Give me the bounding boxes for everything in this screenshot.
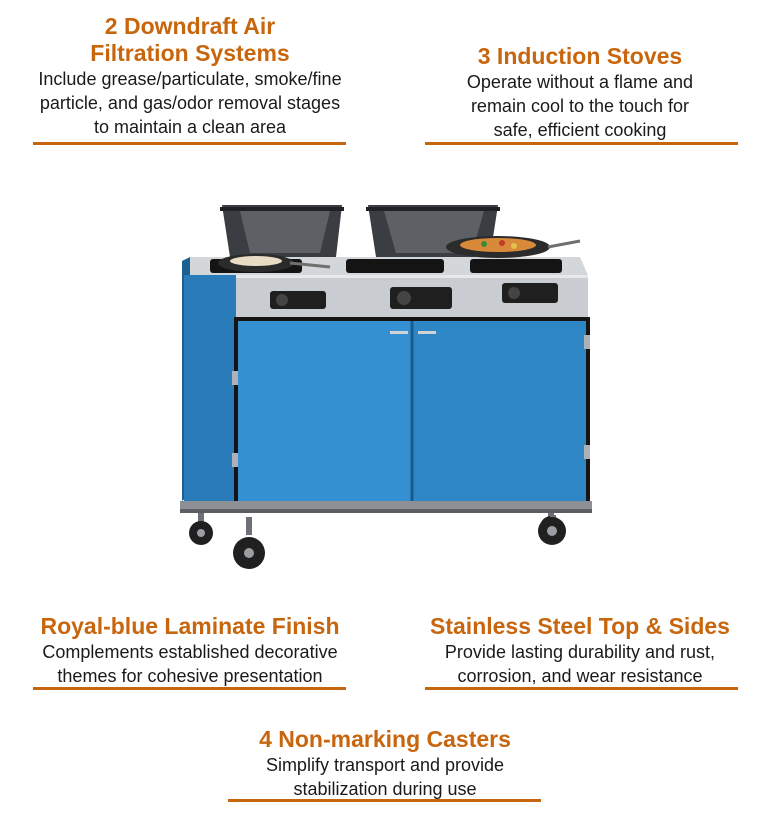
desc-line: Operate without a flame and <box>466 72 694 92</box>
desc-line: themes for cohesive presentation <box>57 666 323 686</box>
feature-description: Operate without a flame and remain cool … <box>410 70 750 142</box>
title-line: 2 Downdraft Air <box>104 13 276 39</box>
feature-description: Include grease/particulate, smoke/fine p… <box>20 67 360 139</box>
feature-description: Provide lasting durability and rust, cor… <box>405 640 755 688</box>
desc-line: remain cool to the touch for <box>470 96 690 116</box>
divider-rule <box>228 799 541 802</box>
desc-line: to maintain a clean area <box>93 117 287 137</box>
feature-title: 3 Induction Stoves <box>410 43 750 70</box>
desc-line: corrosion, and wear resistance <box>457 666 703 686</box>
feature-title: Royal-blue Laminate Finish <box>15 613 365 640</box>
title-line: Filtration Systems <box>90 40 290 66</box>
induction-cooking-cart-image <box>180 205 592 569</box>
title-line: Royal-blue Laminate Finish <box>40 613 340 639</box>
desc-line: Complements established decorative <box>42 642 338 662</box>
divider-rule <box>425 687 738 690</box>
desc-line: Provide lasting durability and rust, <box>444 642 716 662</box>
feature-description: Simplify transport and provide stabiliza… <box>210 753 560 801</box>
title-line: 4 Non-marking Casters <box>259 726 511 752</box>
feature-description: Complements established decorative theme… <box>15 640 365 688</box>
feature-casters: 4 Non-marking Casters Simplify transport… <box>210 726 560 801</box>
divider-rule <box>425 142 738 145</box>
divider-rule <box>33 687 346 690</box>
desc-line: particle, and gas/odor removal stages <box>39 93 341 113</box>
desc-line: safe, efficient cooking <box>493 120 667 140</box>
feature-laminate: Royal-blue Laminate Finish Complements e… <box>15 613 365 688</box>
feature-title: 2 Downdraft Air Filtration Systems <box>20 13 360 67</box>
feature-title: Stainless Steel Top & Sides <box>405 613 755 640</box>
divider-rule <box>33 142 346 145</box>
title-line: Stainless Steel Top & Sides <box>430 613 730 639</box>
feature-steel: Stainless Steel Top & Sides Provide last… <box>405 613 755 688</box>
desc-line: Simplify transport and provide <box>265 755 505 775</box>
feature-title: 4 Non-marking Casters <box>210 726 560 753</box>
feature-downdraft: 2 Downdraft Air Filtration Systems Inclu… <box>20 13 360 139</box>
desc-line: Include grease/particulate, smoke/fine <box>38 69 342 89</box>
title-line: 3 Induction Stoves <box>477 43 683 69</box>
desc-line: stabilization during use <box>293 779 477 799</box>
feature-induction: 3 Induction Stoves Operate without a fla… <box>410 43 750 142</box>
